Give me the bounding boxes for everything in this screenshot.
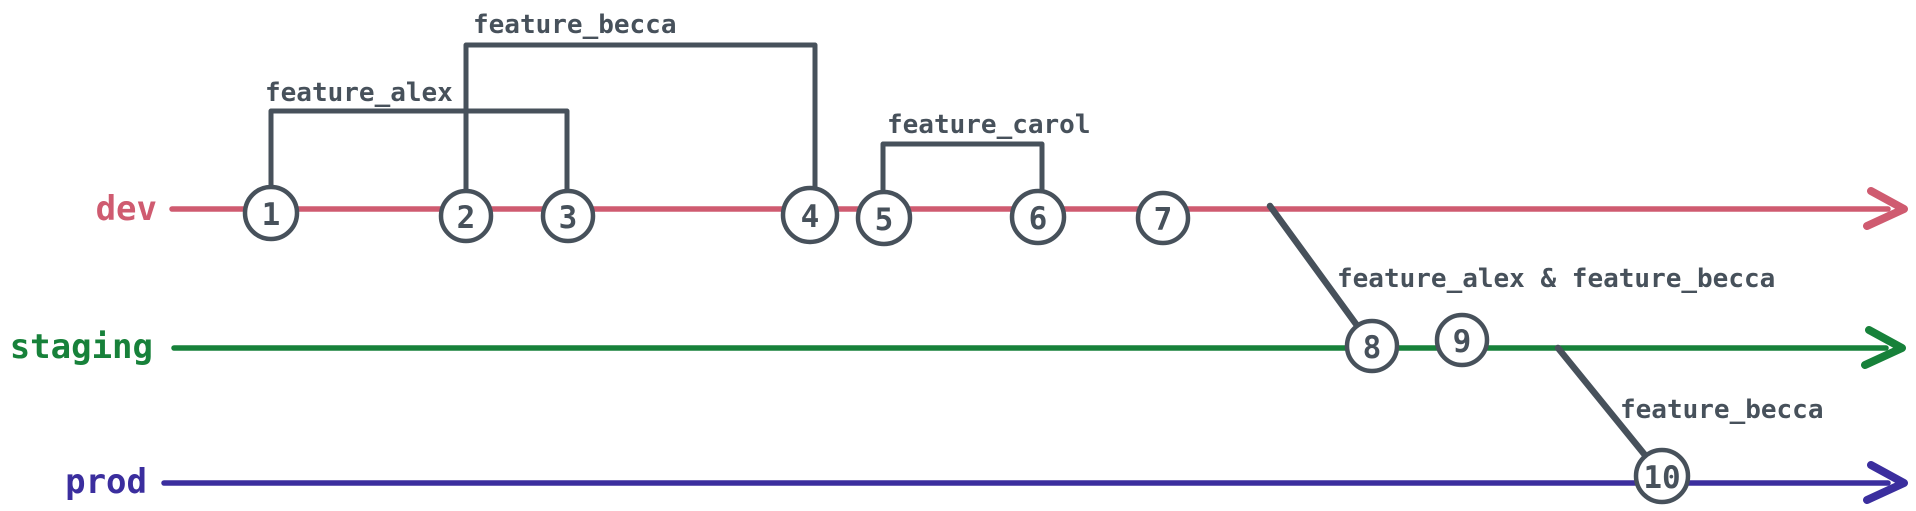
commit-circle xyxy=(1009,188,1067,246)
commit-node-1: 1 xyxy=(242,184,300,242)
commit-circle xyxy=(438,188,494,244)
feature-label-alex: feature_alex xyxy=(265,78,453,108)
feature-bracket-becca xyxy=(463,42,818,196)
branch-label-prod: prod xyxy=(65,462,147,502)
commit-number: 8 xyxy=(1363,330,1382,366)
commit-number: 9 xyxy=(1453,324,1472,360)
merge-label-becca: feature_becca xyxy=(1620,395,1824,425)
commit-node-3: 3 xyxy=(540,188,596,244)
branch-label-staging: staging xyxy=(10,327,153,367)
prod-arrow-right-icon xyxy=(1863,461,1908,504)
staging-arrow-right-icon xyxy=(1861,326,1906,369)
commit-node-6: 6 xyxy=(1009,188,1067,246)
commit-node-4: 4 xyxy=(780,185,840,245)
commit-circle xyxy=(780,185,840,245)
feature-bracket-carol xyxy=(880,141,1045,197)
commit-circle xyxy=(1633,447,1691,505)
commit-node-2: 2 xyxy=(438,188,494,244)
dev-arrow-right-icon xyxy=(1863,187,1908,230)
commit-circle xyxy=(540,188,596,244)
commit-circle xyxy=(855,189,913,247)
feature-bracket-alex xyxy=(268,108,570,196)
commit-number: 3 xyxy=(559,200,578,236)
commit-number: 7 xyxy=(1154,202,1173,238)
branch-label-dev: dev xyxy=(96,189,157,229)
commit-number: 2 xyxy=(457,200,476,236)
commit-number: 6 xyxy=(1029,201,1048,237)
commit-circle xyxy=(1344,318,1400,374)
commit-circle xyxy=(242,184,300,242)
merge-edge-dev-to-staging xyxy=(1266,202,1376,350)
commit-number: 4 xyxy=(801,199,820,235)
merge-label-alex-and-becca: feature_alex & feature_becca xyxy=(1337,264,1775,294)
commit-node-9: 9 xyxy=(1434,312,1490,368)
commit-node-8: 8 xyxy=(1344,318,1400,374)
commit-circle xyxy=(1135,190,1191,246)
commit-node-10: 10 xyxy=(1633,447,1691,505)
commit-number: 1 xyxy=(262,197,281,233)
commit-number: 10 xyxy=(1643,460,1680,496)
commit-number: 5 xyxy=(875,202,894,238)
commit-circle xyxy=(1434,312,1490,368)
feature-label-becca: feature_becca xyxy=(473,10,677,40)
commit-node-5: 5 xyxy=(855,189,913,247)
feature-label-carol: feature_carol xyxy=(887,110,1091,140)
commit-node-7: 7 xyxy=(1135,190,1191,246)
